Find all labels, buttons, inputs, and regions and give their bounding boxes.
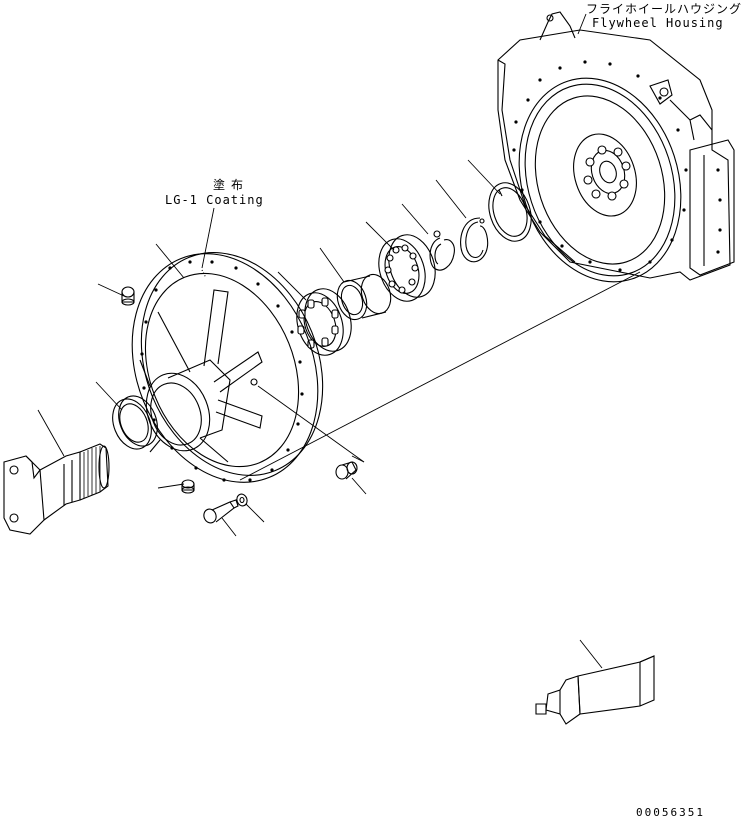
cover bbox=[99, 225, 355, 510]
retaining-ring-large bbox=[482, 177, 539, 246]
washer bbox=[235, 493, 249, 508]
bolt bbox=[202, 500, 238, 525]
plug bbox=[122, 287, 134, 305]
snap-ring bbox=[461, 218, 488, 262]
flywheel-housing-label-jp: フライホイールハウジング bbox=[586, 2, 741, 16]
bearing-sleeve bbox=[333, 271, 396, 324]
oil-seal bbox=[106, 390, 165, 455]
coating-label-jp: 塗布 bbox=[213, 178, 250, 192]
tool bbox=[536, 656, 654, 724]
leader-lines bbox=[38, 14, 640, 668]
ball-bearing bbox=[371, 229, 443, 307]
roller-bearing bbox=[289, 283, 359, 361]
bushing bbox=[336, 462, 357, 479]
coating-label: LG-1 Coating bbox=[165, 193, 264, 207]
flywheel-housing bbox=[494, 12, 734, 303]
flange-shaft bbox=[4, 444, 109, 534]
flywheel-housing-label: Flywheel Housing bbox=[592, 16, 724, 30]
drain-plug bbox=[182, 480, 194, 493]
part-code-label: 00056351 bbox=[636, 806, 705, 819]
